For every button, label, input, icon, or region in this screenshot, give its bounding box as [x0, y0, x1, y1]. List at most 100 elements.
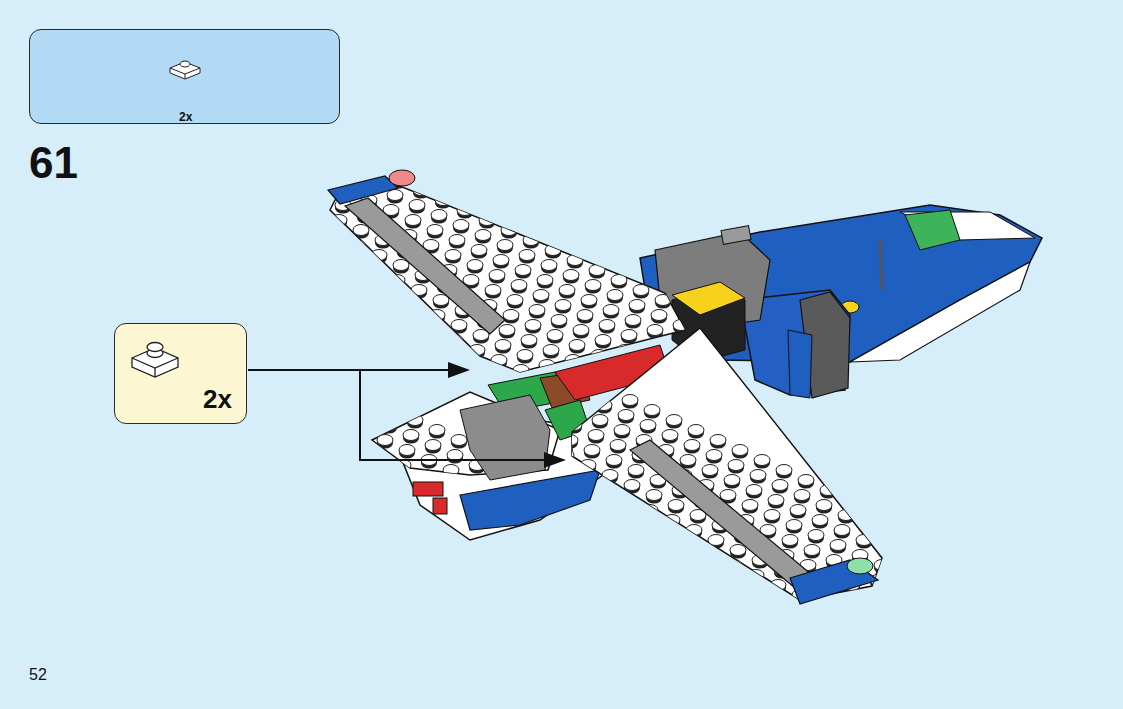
stud [568, 505, 584, 516]
stud [515, 453, 531, 464]
stud [351, 140, 367, 151]
stud [479, 403, 495, 414]
stud [325, 330, 341, 341]
stud [557, 385, 573, 396]
stud [824, 658, 840, 669]
stud [644, 593, 660, 604]
stud [864, 508, 880, 519]
stud [581, 483, 597, 494]
stud [504, 560, 520, 571]
stud [546, 498, 562, 509]
stud [507, 295, 523, 306]
stud [604, 555, 620, 566]
stud [896, 570, 912, 581]
stud [345, 258, 361, 269]
stud [600, 388, 616, 399]
stud [706, 638, 722, 649]
stud [341, 385, 357, 396]
stud [582, 545, 598, 556]
stud [523, 423, 539, 434]
stud [561, 485, 577, 496]
stud [574, 393, 590, 404]
stud [890, 688, 906, 699]
stud [564, 523, 580, 534]
stud [599, 505, 615, 516]
stud [361, 380, 377, 391]
stud [918, 580, 934, 591]
stud [722, 578, 738, 589]
stud [736, 615, 752, 626]
stud [556, 550, 572, 561]
stud [319, 263, 335, 274]
stud [860, 523, 876, 534]
stud [866, 590, 882, 601]
stud [339, 373, 355, 384]
stud [505, 513, 521, 524]
stud [794, 678, 810, 689]
stud [395, 345, 411, 356]
stud [537, 275, 553, 286]
stud [522, 585, 538, 596]
stud [497, 543, 513, 554]
stud [836, 610, 852, 621]
stud [587, 368, 603, 379]
stud [766, 598, 782, 609]
stud [523, 420, 539, 431]
stud [918, 583, 934, 594]
stud [449, 423, 465, 434]
stud [554, 468, 570, 479]
stud [573, 325, 589, 336]
stud [608, 543, 624, 554]
stud [526, 570, 542, 581]
stud [880, 630, 896, 641]
stud [592, 603, 608, 614]
stud [686, 525, 702, 536]
stud [345, 255, 361, 266]
stud [363, 280, 379, 291]
stud [554, 465, 570, 476]
stud [684, 628, 700, 639]
stud [343, 170, 359, 181]
stud [884, 615, 900, 626]
stud [431, 210, 447, 221]
stud [850, 653, 866, 664]
stud [704, 550, 720, 561]
stud [355, 313, 371, 324]
stud [501, 413, 517, 424]
stud [355, 310, 371, 321]
stud [351, 328, 367, 339]
stud [457, 205, 473, 216]
stud [373, 338, 389, 349]
stud [548, 580, 564, 591]
stud [523, 535, 539, 546]
stud [541, 260, 557, 271]
stud [828, 640, 844, 651]
stud [676, 658, 692, 669]
stud [890, 685, 906, 696]
stud [583, 383, 599, 394]
stud [526, 573, 542, 584]
stud [504, 563, 520, 574]
stud [499, 325, 515, 336]
stud [700, 568, 716, 579]
stud [726, 563, 742, 574]
stud [559, 473, 575, 484]
callout-box: 2x [114, 323, 247, 424]
stud [549, 230, 565, 241]
stud [790, 690, 806, 701]
stud [836, 613, 852, 624]
stud [323, 248, 339, 259]
stud [651, 310, 667, 321]
stud [680, 640, 696, 651]
stud [634, 538, 650, 549]
stud [453, 220, 469, 231]
stud [812, 515, 828, 526]
stud [369, 353, 385, 364]
stud [716, 693, 732, 704]
stud [518, 603, 534, 614]
stud [862, 608, 878, 619]
stud [710, 623, 726, 634]
stud [579, 398, 595, 409]
stud [615, 260, 631, 271]
stud [379, 405, 395, 416]
